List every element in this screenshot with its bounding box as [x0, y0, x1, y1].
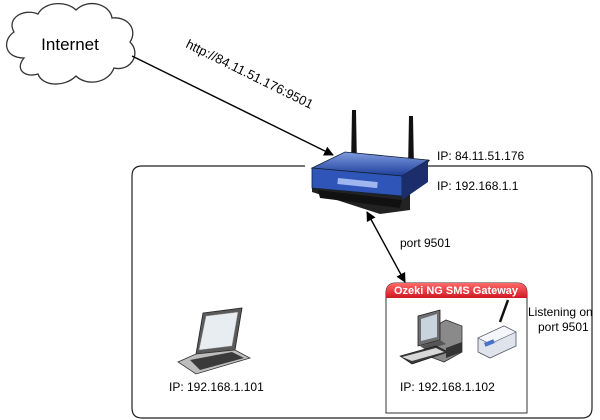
internet-link-label: http://84.11.51.176:9501	[184, 36, 316, 111]
gateway-listening-line1: Listening on	[528, 305, 593, 319]
gateway-title-bar	[386, 283, 527, 298]
lan-boundary	[131, 165, 593, 419]
router-lan-ip: IP: 192.168.1.1	[437, 179, 519, 193]
router-gateway-link	[366, 211, 406, 283]
gateway-ip: IP: 192.168.1.102	[400, 380, 495, 394]
gateway-link-label: port 9501	[400, 236, 451, 250]
gateway-title: Ozeki NG SMS Gateway	[394, 285, 519, 297]
router-wan-ip: IP: 84.11.51.176	[437, 149, 525, 163]
wireless-router-icon	[310, 110, 430, 214]
desktop-computer-icon	[399, 309, 463, 365]
internet-cloud: Internet	[5, 2, 136, 85]
gsm-modem-icon	[477, 299, 517, 359]
sms-gateway-box: Ozeki NG SMS Gateway IP: 192.168.1.102	[385, 282, 528, 414]
laptop-icon	[177, 307, 252, 375]
internet-label: Internet	[41, 35, 99, 54]
internet-router-link	[131, 55, 334, 156]
laptop-ip: IP: 192.168.1.101	[169, 380, 264, 394]
gateway-listening-line2: port 9501	[538, 320, 589, 334]
